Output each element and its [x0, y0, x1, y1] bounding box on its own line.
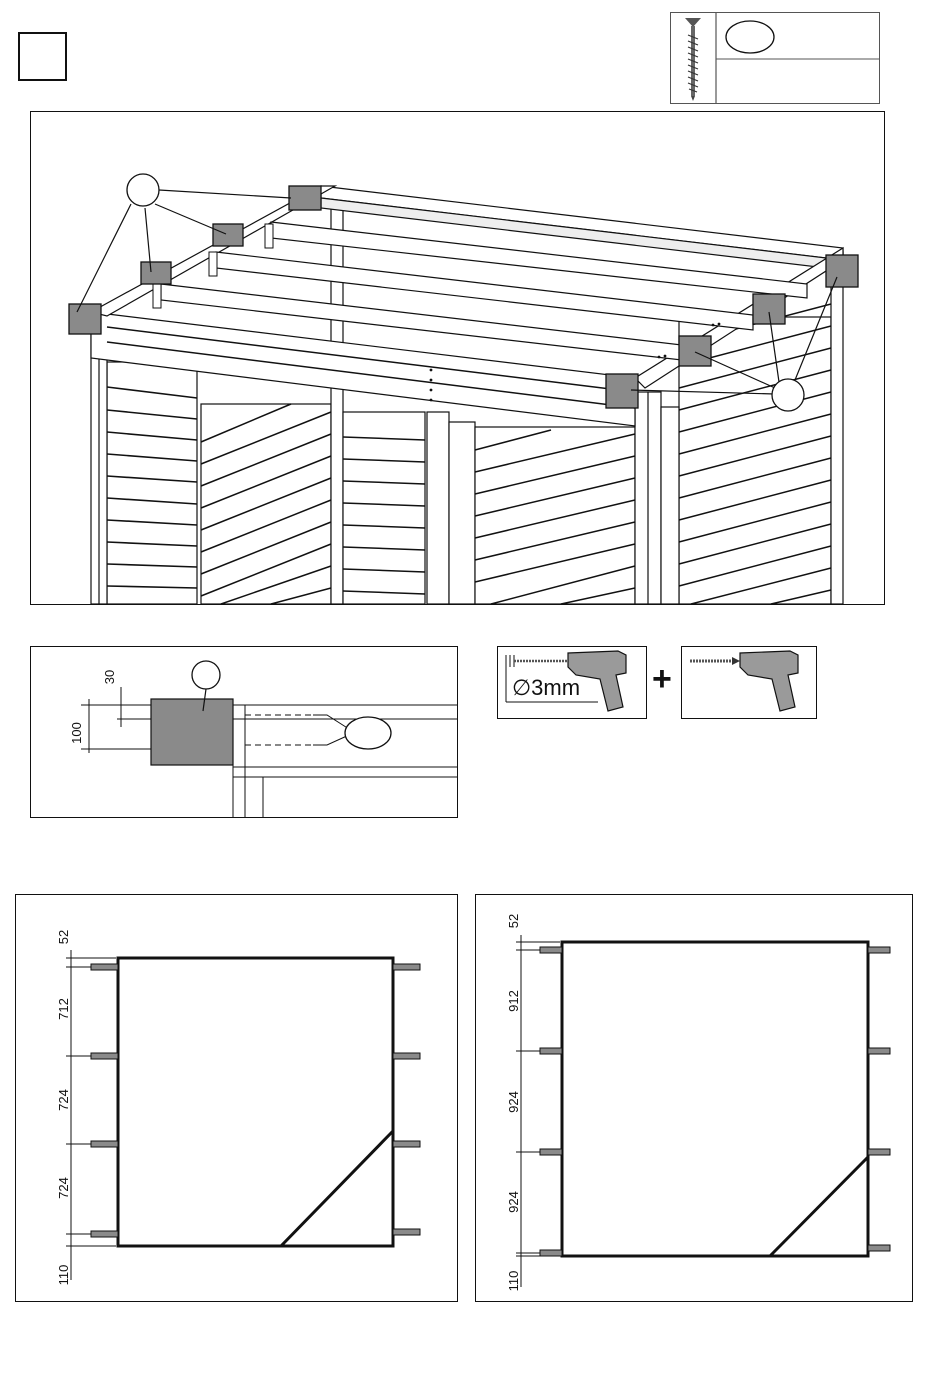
block-left-2: [213, 224, 243, 246]
power-screwdriver-icon: [682, 647, 816, 718]
block-front-left: [69, 304, 101, 334]
block-left-3: [141, 262, 171, 284]
parts-list-graphic: [671, 13, 879, 103]
floor-outline-right: [562, 942, 868, 1256]
drill-tool-box: ∅3mm: [497, 646, 647, 719]
shed-roof-frame-illustration: [31, 112, 884, 604]
plus-sign: +: [652, 662, 672, 696]
main-assembly-panel: [30, 111, 885, 605]
screw-quantity-oval: [726, 21, 774, 53]
dim-right-1: 52: [506, 914, 521, 928]
callout-circle-right: [772, 379, 804, 411]
parts-list-box: [670, 12, 880, 104]
dim-right-4: 924: [506, 1191, 521, 1213]
dim-right-3: 924: [506, 1091, 521, 1113]
block-right-2: [679, 336, 711, 366]
block-back-left: [289, 186, 321, 210]
dim-left-3: 724: [56, 1089, 71, 1111]
wall-panel-a: [201, 404, 331, 604]
dim-right-2: 912: [506, 990, 521, 1012]
dim-left-1: 52: [56, 930, 71, 944]
block-front-right: [606, 374, 638, 408]
dim-right-5: 110: [506, 1271, 521, 1292]
wall-panel-b: [343, 412, 425, 604]
block-back-right: [826, 255, 858, 287]
drill-with-bit-icon: ∅3mm: [498, 647, 646, 718]
callout-circle-block: [192, 661, 220, 689]
detail-panel: 100 30: [30, 646, 458, 818]
overhang-block-detail: [151, 699, 233, 765]
dimension-height-label: 100: [69, 722, 84, 744]
dimension-offset-label: 30: [102, 670, 117, 684]
dim-left-5: 110: [56, 1265, 71, 1286]
screwdriver-tool-box: [681, 646, 817, 719]
overhang-detail-illustration: 100 30: [31, 647, 457, 817]
dim-left-2: 712: [56, 998, 71, 1020]
callout-circle-left: [127, 174, 159, 206]
step-number-box: [18, 32, 67, 81]
block-right-3: [753, 294, 785, 324]
floor-plan-right: 52 912 924 924 110: [476, 895, 912, 1301]
floor-plan-left-panel: 52 712 724 724 110: [15, 894, 458, 1302]
callout-oval-screw: [345, 717, 391, 749]
wall-panel-d: [475, 427, 635, 604]
left-wall-boards: [107, 362, 197, 604]
rafter-2: [216, 252, 753, 330]
floor-outline-left: [118, 958, 393, 1246]
floor-plan-left: 52 712 724 724 110: [16, 895, 457, 1301]
dim-left-4: 724: [56, 1177, 71, 1199]
floor-plan-right-panel: 52 912 924 924 110: [475, 894, 913, 1302]
screw-icon: [685, 18, 701, 101]
drill-diameter-label: ∅3mm: [512, 675, 580, 700]
